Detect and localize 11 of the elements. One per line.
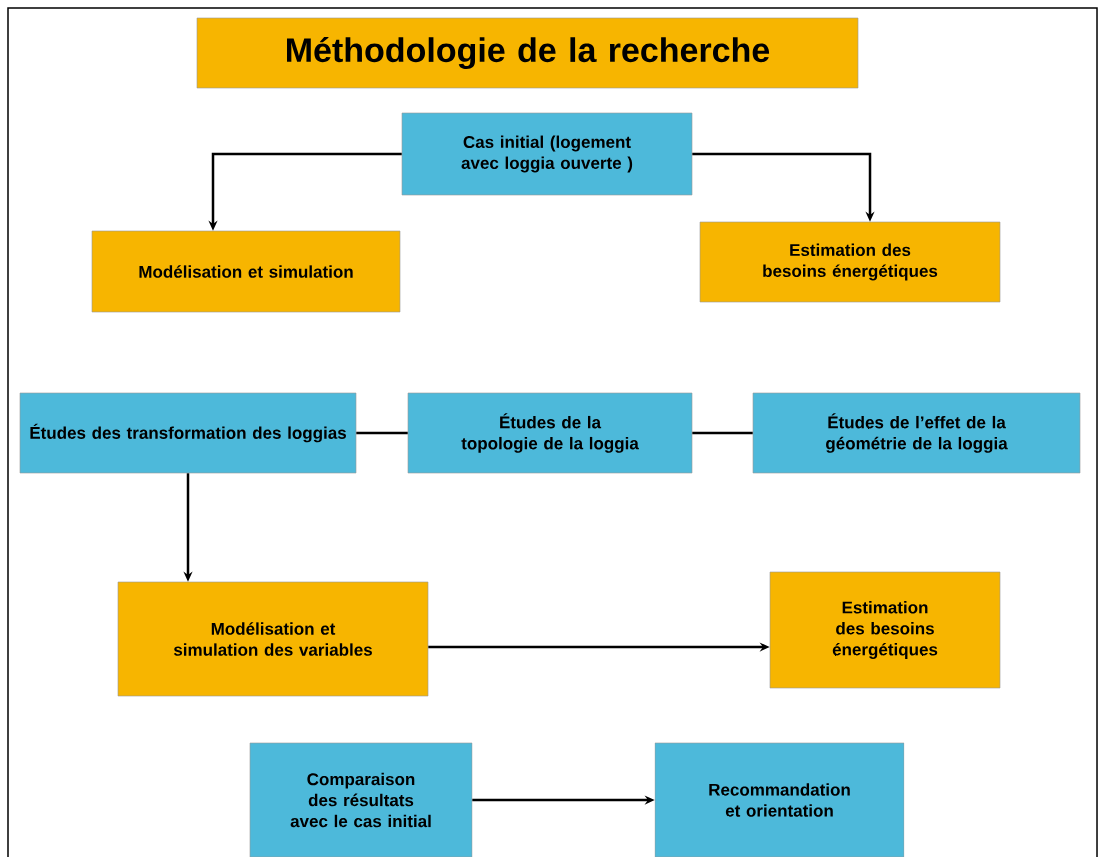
process-box: Études des transformation des loggias	[19, 392, 357, 474]
process-box: Estimation des besoins énergétiques	[769, 571, 1001, 689]
process-box: Études de la topologie de la loggia	[407, 392, 693, 474]
process-box: Études de l’effet de la géométrie de la loggia	[752, 392, 1081, 474]
process-box: Recommandation et orientation	[654, 742, 905, 857]
process-box: Modélisation et simulation	[91, 230, 401, 313]
title-box: Méthodologie de la recherche	[196, 17, 859, 89]
process-box: Comparaison des résultats avec le cas initial	[249, 742, 473, 857]
process-box: Cas initial (logement avec loggia ouverte )	[401, 112, 693, 196]
process-box: Modélisation et simulation des variables	[117, 581, 429, 697]
process-box: Estimation des besoins énergétiques	[699, 221, 1001, 303]
